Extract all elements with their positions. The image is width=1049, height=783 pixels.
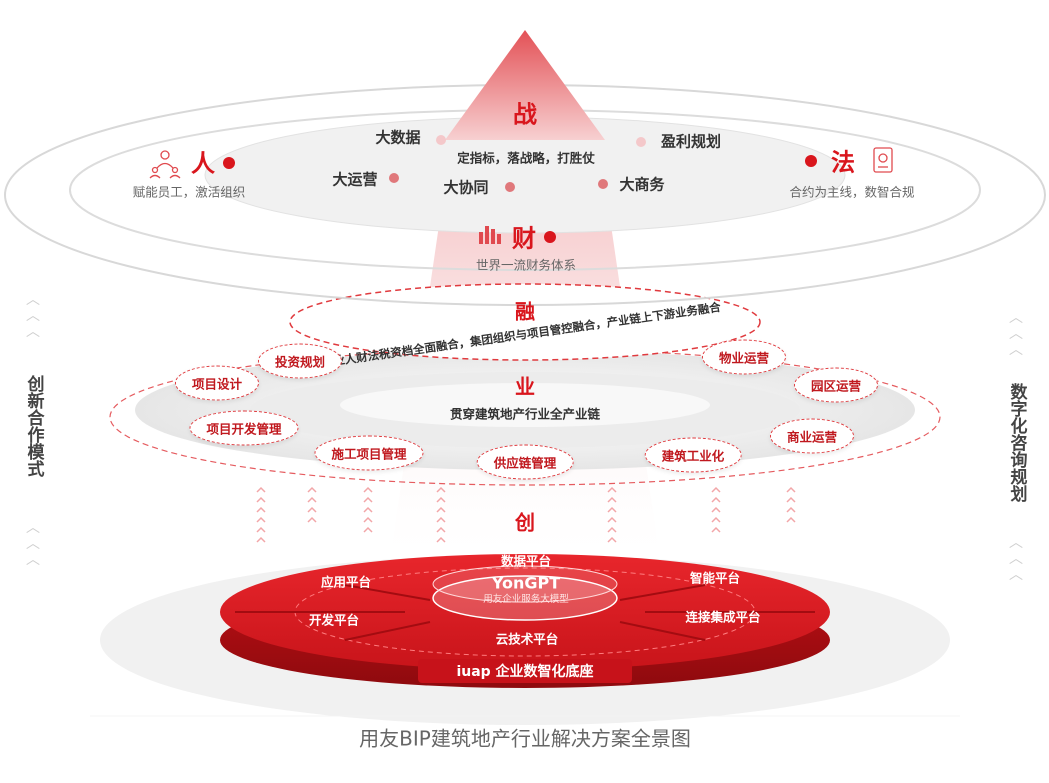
business-item-project-dev-mgmt: 项目开发管理	[189, 410, 299, 446]
base-label: iuap 企业数智化底座	[456, 664, 594, 680]
business-item-property-operations: 物业运营	[701, 339, 787, 375]
upward-arrows	[256, 486, 796, 543]
base-banner	[418, 659, 632, 683]
node-dot	[505, 182, 515, 192]
innovation-title: 创	[515, 510, 535, 535]
platform-application: 应用平台	[320, 574, 372, 590]
segment-line	[619, 584, 706, 601]
business-item-commercial-operations: 商业运营	[769, 418, 855, 454]
core-cylinder	[432, 575, 618, 621]
people-desc: 赋能员工，激活组织	[132, 184, 246, 200]
node-big-business: 大商务	[619, 175, 665, 194]
node-dot	[436, 135, 446, 145]
chevron-up-icon: ︿︿︿	[26, 520, 40, 568]
node-dot	[389, 173, 399, 183]
law-dot	[805, 155, 817, 167]
node-big-collaboration: 大协同	[443, 178, 489, 197]
segment-line	[344, 621, 431, 641]
segment-line	[344, 584, 431, 601]
platform-data: 数据平台	[500, 553, 552, 569]
business-item-building-industrialization: 建筑工业化	[644, 437, 742, 473]
platform-top	[220, 554, 830, 670]
integration-title: 融	[515, 299, 535, 324]
node-big-operations: 大运营	[332, 170, 378, 189]
strategy-triangle	[445, 30, 605, 140]
certificate-icon	[873, 147, 893, 173]
law-desc: 合约为主线，数智合规	[789, 184, 915, 200]
business-item-construction-mgmt: 施工项目管理	[314, 435, 424, 471]
node-profit-planning: 盈利规划	[660, 132, 722, 151]
business-item-investment-planning: 投资规划	[257, 343, 343, 379]
side-left-label: 创新合作模式	[22, 375, 44, 483]
people-icon	[149, 150, 181, 179]
business-core-disk	[340, 383, 710, 427]
side-right-label: 数字化咨询规划	[1005, 383, 1027, 508]
diagram-caption: 用友BIP建筑地产行业解决方案全景图	[359, 726, 691, 751]
people-title: 人	[191, 149, 215, 178]
core-cylinder-top	[432, 565, 618, 603]
core-subtitle: 用友企业服务大模型	[483, 594, 569, 605]
platform-development: 开发平台	[308, 612, 360, 628]
platform-intelligent: 智能平台	[689, 570, 741, 586]
business-title: 业	[515, 374, 535, 399]
node-big-data: 大数据	[375, 128, 421, 147]
core-title: YonGPT	[491, 573, 561, 593]
business-item-supply-chain-mgmt: 供应链管理	[476, 444, 574, 480]
people-dot	[223, 157, 235, 169]
law-title: 法	[831, 148, 855, 177]
side-left-text: 创新合作模式	[23, 375, 44, 477]
business-outer-ring	[109, 348, 941, 486]
platform-cloud-tech: 云技术平台	[495, 631, 559, 647]
finance-title: 财	[512, 224, 536, 253]
platform-connect: 连接集成平台	[685, 609, 761, 625]
side-right-text: 数字化咨询规划	[1006, 383, 1027, 502]
finance-dot	[544, 231, 556, 243]
node-dot	[636, 137, 646, 147]
chevron-up-icon: ︿︿︿	[1009, 535, 1023, 583]
segment-line	[619, 621, 706, 641]
chevron-up-icon: ︿︿︿	[1009, 310, 1023, 358]
strategy-title: 战	[513, 100, 537, 129]
business-item-project-design: 项目设计	[174, 365, 260, 401]
node-dot	[598, 179, 608, 189]
finance-desc: 世界一流财务体系	[475, 257, 577, 273]
finance-icon	[479, 226, 501, 244]
business-item-park-operations: 园区运营	[793, 367, 879, 403]
chevron-up-icon: ︿︿︿	[26, 292, 40, 340]
business-desc: 贯穿建筑地产行业全产业链	[449, 406, 601, 422]
strategy-subtitle: 定指标，落战略，打胜仗	[457, 150, 595, 166]
